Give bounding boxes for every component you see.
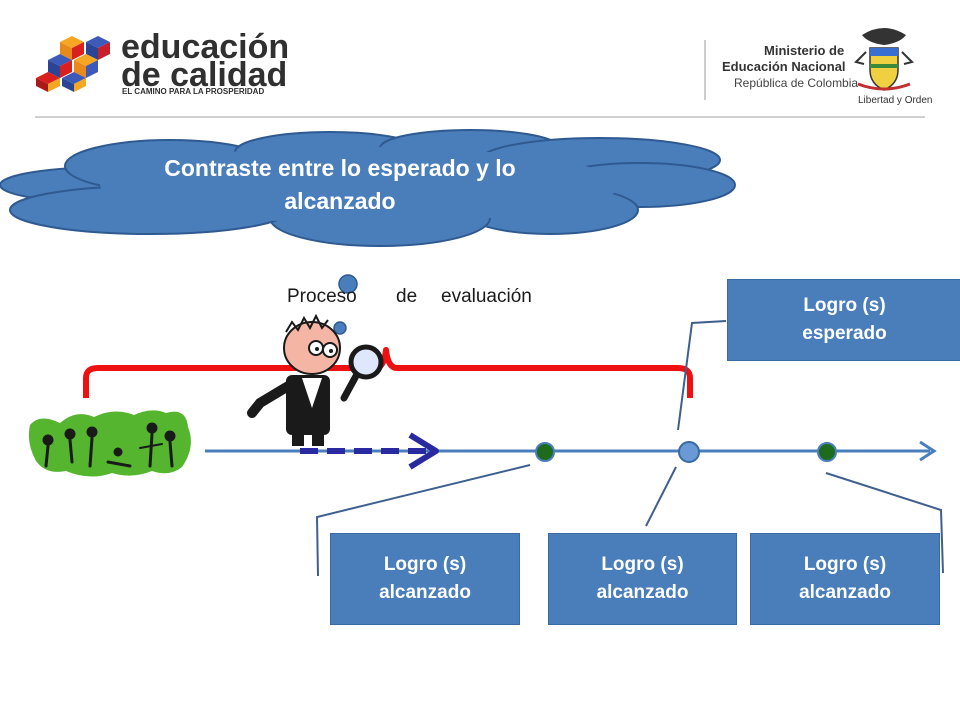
- process-label-word1: Proceso: [287, 286, 357, 307]
- ministry-line3: República de Colombia: [734, 76, 859, 90]
- thought-bubble-small: [333, 321, 347, 335]
- expected-box-line1: Logro (s): [803, 295, 886, 317]
- achieved-box-1-line1: Logro (s): [383, 554, 467, 576]
- achieved-box-2: Logro (s) alcanzado: [548, 533, 737, 625]
- timeline-arrowhead: [919, 440, 937, 462]
- expected-box-line2: esperado: [802, 323, 887, 344]
- achieved-box-3-line1: Logro (s): [803, 554, 887, 576]
- achieved-box-2-line1: Logro (s): [601, 554, 684, 576]
- achieved-box-3-line2: alcanzado: [799, 582, 891, 603]
- connector-expected: [677, 320, 727, 431]
- achieved-box-1-line2: alcanzado: [379, 582, 471, 603]
- cloud-title: Contraste entre lo esperado y lo alcanza…: [110, 152, 570, 219]
- evaluation-bracket: [83, 347, 693, 398]
- brand-tagline: EL CAMINO PARA LA PROSPERIDAD: [122, 87, 265, 96]
- cloud-title-line1: Contraste entre lo esperado y lo: [164, 155, 516, 181]
- cloud-title-line2: alcanzado: [284, 188, 396, 215]
- timeline-node-achieved-1: [535, 442, 555, 462]
- timeline-node-achieved-3: [817, 442, 837, 462]
- expected-achievement-box: Logro (s) esperado: [727, 279, 960, 361]
- process-label-word3: evaluación: [441, 286, 532, 307]
- cubes-logo-icon: [36, 36, 110, 92]
- motto: Libertad y Orden: [858, 95, 933, 106]
- dashed-arrow-head: [408, 432, 439, 470]
- ministry-line1: Ministerio de: [764, 43, 845, 58]
- brand-line2: de calidad: [121, 56, 288, 94]
- achieved-box-3: Logro (s) alcanzado: [750, 533, 940, 625]
- timeline-node-expected: [678, 441, 700, 463]
- students-group-icon: [28, 410, 191, 477]
- magnifier-person-icon: [247, 313, 384, 446]
- connector-achieved-1: [315, 464, 531, 577]
- achieved-box-1: Logro (s) alcanzado: [330, 533, 520, 625]
- achieved-box-2-line2: alcanzado: [596, 582, 689, 603]
- ministry-line2: Educación Nacional: [722, 59, 846, 74]
- thought-bubble-large: [338, 274, 358, 294]
- coat-of-arms-icon: [854, 28, 914, 91]
- brand-line1: educación: [121, 28, 290, 66]
- connector-achieved-3: [825, 472, 944, 574]
- connector-achieved-2: [645, 466, 677, 527]
- process-label-word2: de: [396, 286, 418, 307]
- cloud-shape: [0, 129, 736, 247]
